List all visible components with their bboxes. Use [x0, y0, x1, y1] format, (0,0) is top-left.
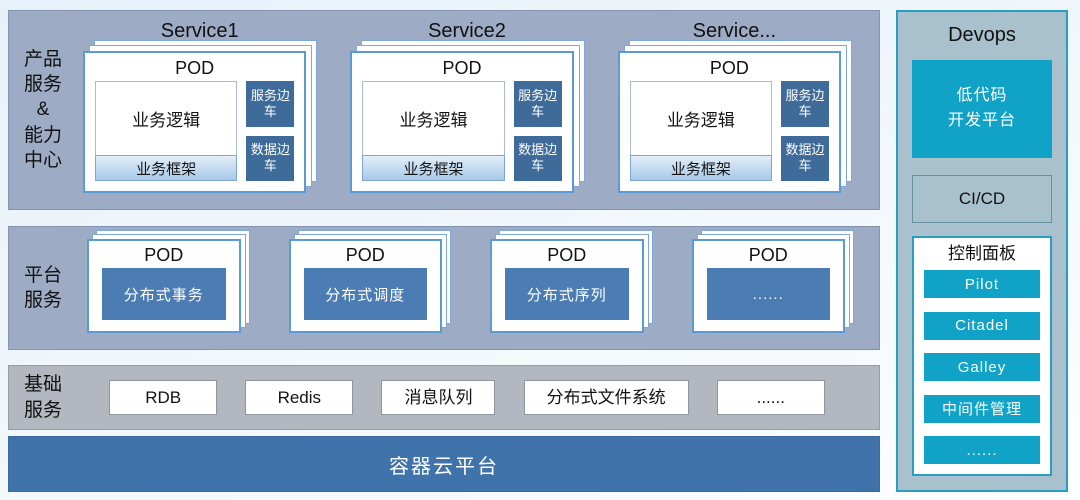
- business-framework-strip: 业务框架: [95, 155, 238, 181]
- business-logic-box: 业务逻辑: [362, 81, 505, 156]
- distributed-transaction-box: 分布式事务: [102, 268, 226, 320]
- business-logic-box: 业务逻辑: [629, 81, 772, 156]
- service-sidecar-box: 服务边车: [780, 81, 829, 127]
- pod-title: POD: [709, 58, 749, 78]
- pod-body: 业务逻辑 业务框架 服务边车 数据边车: [95, 81, 295, 181]
- platform-pods: POD 分布式事务 POD 分布式调度 POD 分布式序列: [77, 227, 879, 349]
- distributed-scheduling-box: 分布式调度: [303, 268, 427, 320]
- data-sidecar-box: 数据边车: [513, 135, 562, 181]
- sidecars: 服务边车 数据边车: [780, 81, 829, 181]
- product-band-label-line: &: [36, 99, 50, 121]
- devops-column: Devops 低代码 开发平台 CI/CD 控制面板 Pilot Citadel…: [896, 10, 1068, 492]
- pod-body: 业务逻辑 业务框架 服务边车 数据边车: [362, 81, 562, 181]
- data-sidecar-box: 数据边车: [780, 135, 829, 181]
- pod-title: POD: [748, 245, 788, 265]
- platform-band-label-line: 平台: [23, 264, 62, 286]
- pod-stack: POD 业务逻辑 业务框架 服务边车 数据边车: [83, 51, 307, 193]
- product-band-label-line: 能力: [23, 124, 62, 146]
- galley-box: Galley: [924, 353, 1040, 381]
- pod-title: POD: [442, 58, 482, 78]
- basic-items: RDB Redis 消息队列 分布式文件系统 ......: [77, 366, 879, 429]
- logic-column: 业务逻辑 业务框架: [95, 81, 238, 181]
- more-components-box: ......: [706, 268, 830, 320]
- product-band-label-line: 中心: [23, 149, 62, 171]
- low-code-platform-line: 低代码: [956, 87, 1008, 105]
- pilot-box: Pilot: [924, 270, 1040, 298]
- sidecars: 服务边车 数据边车: [246, 81, 295, 181]
- pod-card: POD 业务逻辑 业务框架 服务边车 数据边车: [617, 51, 841, 193]
- business-framework-strip: 业务框架: [629, 155, 772, 181]
- pod-card: POD 业务逻辑 业务框架 服务边车 数据边车: [350, 51, 574, 193]
- service-sidecar-box: 服务边车: [246, 81, 295, 127]
- pod-card: POD 业务逻辑 业务框架 服务边车 数据边车: [83, 51, 307, 193]
- low-code-platform-line: 开发平台: [947, 112, 1016, 129]
- service-group-more: Service... POD 业务逻辑 业务框架 服务边车: [614, 13, 855, 195]
- control-panel-title: 控制面板: [948, 244, 1016, 263]
- service-groups: Service1 POD 业务逻辑 业务框架 服务边车: [77, 11, 879, 209]
- pod-stack: POD 分布式序列: [490, 239, 644, 333]
- service-sidecar-box: 服务边车: [513, 81, 562, 127]
- data-sidecar-box: 数据边车: [246, 135, 295, 181]
- more-panel-items-box: ......: [924, 436, 1040, 464]
- redis-box: Redis: [245, 380, 354, 415]
- product-band-label: 产品 服务 & 能力 中心: [9, 11, 77, 209]
- logic-column: 业务逻辑 业务框架: [629, 81, 772, 181]
- platform-band-label-line: 服务: [23, 290, 62, 311]
- logic-column: 业务逻辑 业务框架: [362, 81, 505, 181]
- more-basic-services-box: ......: [716, 380, 825, 415]
- pod-stack: POD 业务逻辑 业务框架 服务边车 数据边车: [350, 51, 574, 193]
- message-queue-box: 消息队列: [381, 380, 496, 415]
- distributed-sequence-box: 分布式序列: [505, 268, 629, 320]
- service-title: Service2: [428, 20, 506, 42]
- pod-card: POD 分布式事务: [87, 239, 241, 333]
- pod-title: POD: [345, 245, 385, 265]
- container-cloud-platform-bar: 容器云平台: [8, 436, 880, 492]
- business-logic-box: 业务逻辑: [95, 81, 238, 156]
- service-title: Service...: [692, 20, 776, 42]
- service-group-2: Service2 POD 业务逻辑 业务框架 服务边车: [346, 13, 587, 195]
- control-panel-items: Pilot Citadel Galley 中间件管理 ......: [924, 268, 1040, 464]
- devops-title: Devops: [948, 24, 1016, 46]
- pod-card: POD 分布式调度: [288, 239, 442, 333]
- pod-card: POD ......: [691, 239, 845, 333]
- citadel-box: Citadel: [924, 311, 1040, 340]
- product-services-band: 产品 服务 & 能力 中心 Service1 POD 业务逻辑: [8, 10, 880, 210]
- middleware-management-box: 中间件管理: [924, 394, 1040, 423]
- basic-services-band: 基础 服务 RDB Redis 消息队列 分布式文件系统 ......: [8, 365, 880, 430]
- product-band-label-line: 服务: [23, 74, 62, 96]
- service-title: Service1: [160, 20, 239, 42]
- pod-title: POD: [175, 58, 215, 78]
- platform-services-band: 平台 服务 POD 分布式事务 POD 分布式调度: [8, 226, 880, 350]
- basic-band-label-line: 基础: [23, 374, 62, 396]
- main-column: 产品 服务 & 能力 中心 Service1 POD 业务逻辑: [8, 10, 880, 492]
- rdb-box: RDB: [109, 380, 218, 415]
- distributed-file-system-box: 分布式文件系统: [523, 380, 689, 415]
- cicd-box: CI/CD: [912, 175, 1052, 223]
- basic-band-label: 基础 服务: [9, 366, 77, 429]
- sidecars: 服务边车 数据边车: [513, 81, 562, 181]
- product-band-label-line: 产品: [23, 49, 62, 71]
- basic-band-label-line: 服务: [23, 399, 62, 421]
- control-panel: 控制面板 Pilot Citadel Galley 中间件管理 ......: [912, 236, 1052, 476]
- pod-stack: POD 分布式事务: [87, 239, 241, 333]
- pod-card: POD 分布式序列: [490, 239, 644, 333]
- platform-band-label: 平台 服务: [9, 227, 77, 349]
- pod-stack: POD ......: [691, 239, 845, 333]
- pod-stack: POD 业务逻辑 业务框架 服务边车 数据边车: [617, 51, 841, 193]
- service-group-1: Service1 POD 业务逻辑 业务框架 服务边车: [79, 13, 320, 195]
- pod-title: POD: [547, 245, 587, 265]
- pod-stack: POD 分布式调度: [288, 239, 442, 333]
- pod-title: POD: [144, 245, 184, 265]
- low-code-platform-box: 低代码 开发平台: [912, 60, 1052, 158]
- pod-body: 业务逻辑 业务框架 服务边车 数据边车: [629, 81, 829, 181]
- business-framework-strip: 业务框架: [362, 155, 505, 181]
